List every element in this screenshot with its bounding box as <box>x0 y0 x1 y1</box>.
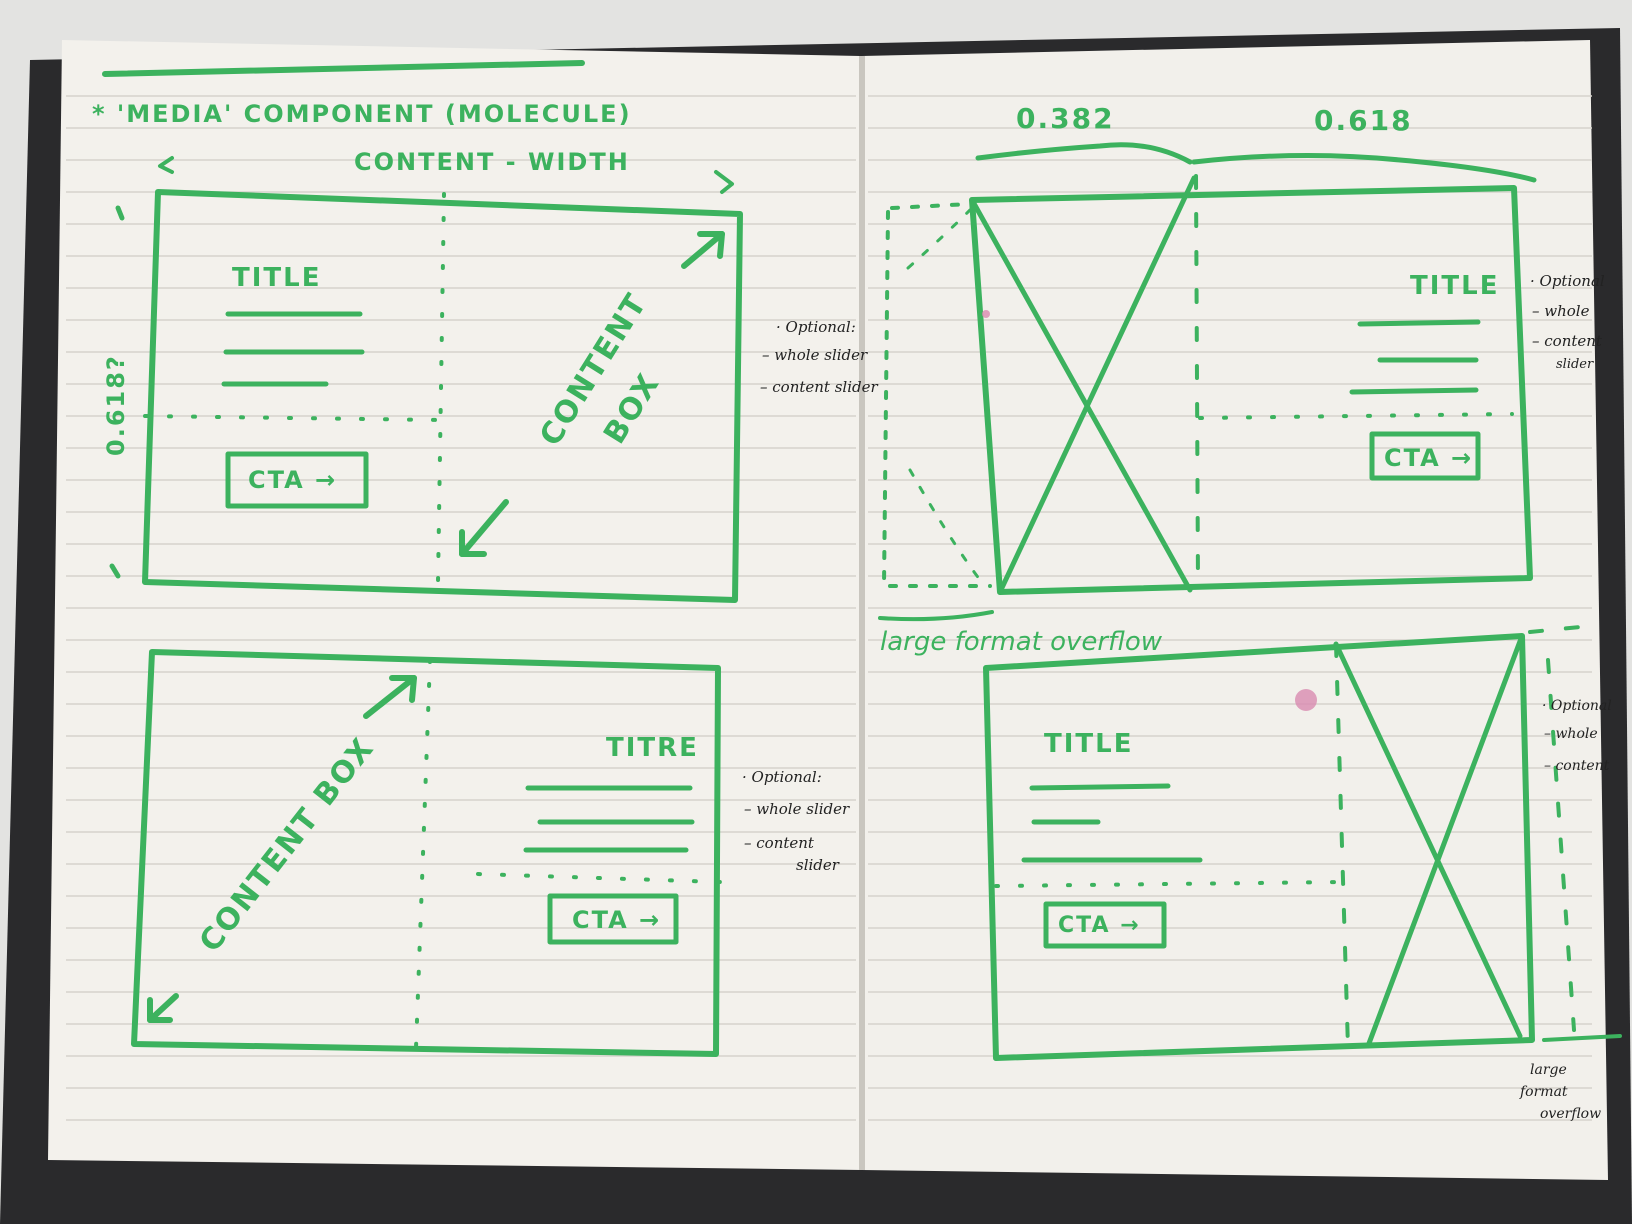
ratio-right-label: 0.618 <box>1314 104 1413 137</box>
height-tick-top <box>115 205 125 221</box>
sketch3-cta-label: CTA → <box>572 906 661 934</box>
ruled-lines <box>66 95 1592 1121</box>
note4-content: – content <box>1544 758 1610 774</box>
sketch2-image-cross-a <box>969 197 1193 593</box>
page-heading: * 'MEDIA' COMPONENT (MOLECULE) <box>92 100 632 128</box>
sketch2-divider <box>1194 174 1200 588</box>
sketch1-title: TITLE <box>232 263 321 293</box>
note3-optional: · Optional: <box>742 768 822 786</box>
sketch1-arrowhead-down <box>459 529 487 557</box>
ink-blot-small <box>982 310 990 318</box>
sketch3-arrowhead-up <box>389 675 417 703</box>
note5-format: format <box>1519 1084 1568 1100</box>
sketch4-text-line-1 <box>1029 783 1171 791</box>
ratio-brace-left <box>975 142 1193 165</box>
sketch3-cta-button <box>547 893 679 945</box>
sketch1-cta-label: CTA → <box>248 466 337 494</box>
sketch4-title: TITLE <box>1044 729 1133 759</box>
note4-whole: – whole <box>1544 726 1598 742</box>
sketch1-arrow-up <box>681 231 725 269</box>
sketch2-title: TITLE <box>1410 271 1499 301</box>
sketch1-arrowhead-up <box>697 231 725 259</box>
note5-overflow: overflow <box>1540 1106 1601 1122</box>
sketch3-arrowhead-down <box>147 997 173 1023</box>
sketch2-frame <box>969 185 1533 595</box>
header-underline <box>102 60 585 77</box>
ratio-left-label: 0.382 <box>1016 102 1115 135</box>
sketch3-divider <box>414 658 432 1050</box>
sketch2-cta-button <box>1369 431 1481 481</box>
note3-whole-slider: – whole slider <box>744 800 850 818</box>
sketch3-arrow-down <box>147 993 179 1023</box>
sketch1-frame <box>142 189 743 603</box>
width-arrow-left <box>158 156 174 174</box>
sketch2-overflow-outline <box>882 202 992 588</box>
note3-content: – content <box>744 834 815 852</box>
sketch4-image-cross-b <box>1365 633 1525 1049</box>
sketch4-cta-label: CTA → <box>1058 913 1141 938</box>
sketch1-divider <box>436 192 446 584</box>
note3-slider: slider <box>796 856 840 874</box>
sketch4-image-cross-a <box>1333 641 1523 1039</box>
sketch3-fold <box>476 872 722 884</box>
note4-optional: · Optional <box>1542 698 1612 714</box>
note5-large: large <box>1530 1062 1567 1078</box>
sketch2-image-cross-b <box>997 175 1197 595</box>
overflow-label: large format overflow <box>880 627 1163 657</box>
ink-blot <box>1295 689 1317 711</box>
left-page <box>48 40 862 1170</box>
note1-content-slider: – content slider <box>760 378 878 396</box>
sketch3-frame <box>131 649 721 1057</box>
vertical-ratio-label: 0.618? <box>102 354 130 456</box>
sketch4-overflow-outline <box>1528 624 1592 1032</box>
sketch3-arrow-up <box>363 675 417 719</box>
sketch1-fold <box>143 414 442 422</box>
ratio-brace-right <box>1191 152 1537 183</box>
note2-slider: slider <box>1556 357 1594 372</box>
sketch4-overflow-base <box>1542 1034 1622 1042</box>
note1-optional: · Optional: <box>776 318 856 336</box>
content-width-label: CONTENT - WIDTH <box>354 148 630 176</box>
width-arrow-right <box>714 170 734 194</box>
sketch2-text-line-3 <box>1349 387 1479 395</box>
sketch1-arrow-down <box>459 499 509 557</box>
sketch4-cta-button <box>1043 901 1167 949</box>
note2-whole: – whole <box>1532 302 1590 320</box>
overflow-underline <box>878 610 994 622</box>
note1-whole-slider: – whole slider <box>762 346 868 364</box>
note2-optional: · Optional <box>1530 272 1605 290</box>
sketch4-fold <box>994 880 1344 888</box>
sketch2-overflow-hint <box>906 208 982 582</box>
height-tick-bottom <box>109 563 121 579</box>
note2-content: – content <box>1532 332 1603 350</box>
sketch3-title: TITRE <box>606 733 699 763</box>
sketch1-cta-button <box>225 451 369 509</box>
sketch4-frame <box>983 633 1535 1061</box>
sketch4-divider <box>1334 642 1350 1050</box>
sketch2-text-line-1 <box>1357 319 1481 327</box>
sketch2-cta-label: CTA → <box>1384 444 1473 472</box>
